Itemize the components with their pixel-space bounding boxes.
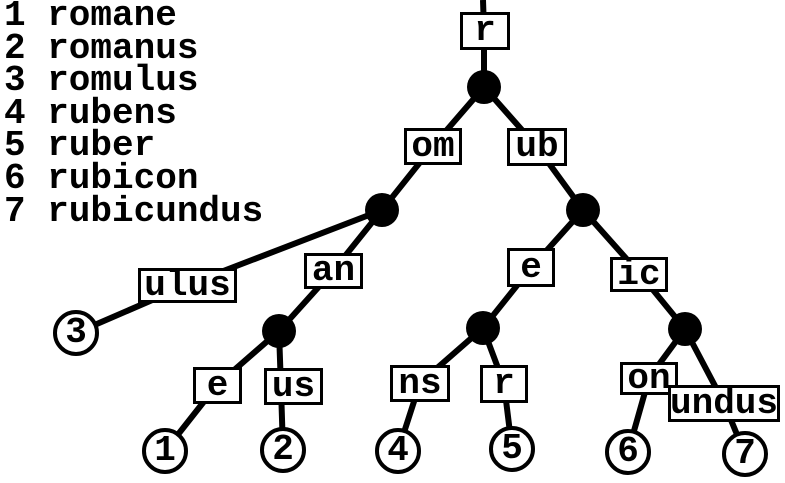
- leaf-node-3: 3: [53, 310, 99, 356]
- edge-label-e-an: e: [193, 367, 242, 404]
- word-text: romanus: [47, 27, 199, 69]
- edge-label-us: us: [264, 368, 323, 405]
- word-index: 2: [4, 27, 26, 69]
- word-index: 6: [4, 157, 26, 199]
- tree-node-an: [262, 314, 296, 348]
- word-list-item: 3 romulus: [4, 60, 263, 102]
- word-list-item: 2 romanus: [4, 27, 263, 69]
- tree-node-ic: [668, 312, 702, 346]
- word-list: 1 romane 2 romanus 3 romulus 4 rubens 5 ruber…: [4, 0, 263, 232]
- edge-label-r2: r: [480, 365, 528, 403]
- leaf-node-5: 5: [489, 426, 535, 472]
- tree-node-ub: [566, 193, 600, 227]
- word-index: 1: [4, 0, 26, 36]
- edge-label-ic: ic: [610, 256, 668, 292]
- edge-label-ub: ub: [507, 128, 567, 166]
- word-index: 4: [4, 92, 26, 134]
- word-list-item: 6 rubicon: [4, 157, 263, 199]
- tree-node-om: [365, 193, 399, 227]
- leaf-node-1: 1: [142, 428, 188, 474]
- word-text: romulus: [47, 60, 199, 102]
- edge-label-an: an: [304, 253, 363, 289]
- tree-node-root: [467, 70, 501, 104]
- word-text: ruber: [47, 125, 156, 167]
- word-list-item: 4 rubens: [4, 92, 263, 134]
- word-list-item: 7 rubicundus: [4, 190, 263, 232]
- edge-label-undus: undus: [668, 382, 780, 424]
- leaf-node-7: 7: [722, 431, 768, 477]
- edge-label-om: om: [404, 128, 462, 165]
- word-text: rubens: [47, 92, 177, 134]
- word-index: 5: [4, 125, 26, 167]
- word-list-item: 5 ruber: [4, 125, 263, 167]
- leaf-node-2: 2: [260, 427, 306, 473]
- word-text: rubicon: [47, 157, 199, 199]
- leaf-node-4: 4: [375, 428, 421, 474]
- word-text: romane: [47, 0, 177, 36]
- edge-label-r: r: [460, 12, 510, 50]
- word-text: rubicundus: [47, 190, 264, 232]
- edge-label-ulus: ulus: [138, 267, 237, 303]
- leaf-node-6: 6: [605, 429, 651, 475]
- word-index: 3: [4, 60, 26, 102]
- word-index: 7: [4, 190, 26, 232]
- word-list-item: 1 romane: [4, 0, 263, 36]
- edge-label-ns: ns: [390, 365, 450, 402]
- tree-node-ube: [466, 311, 500, 345]
- edge-label-e-ub: e: [507, 248, 555, 287]
